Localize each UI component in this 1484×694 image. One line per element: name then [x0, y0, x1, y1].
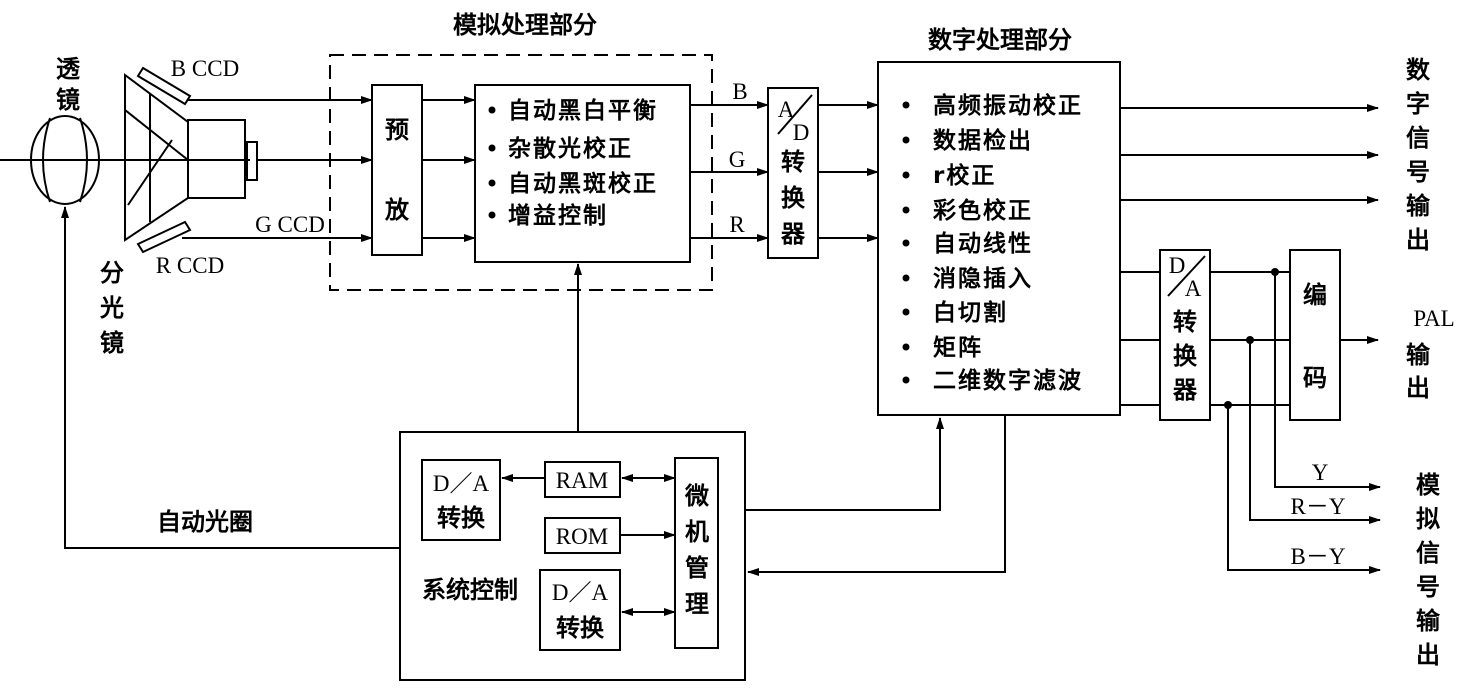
- r-ccd-label: R CCD: [156, 253, 224, 278]
- da-letter-a: A: [1185, 276, 1202, 301]
- y-output-label: Y: [1312, 460, 1329, 485]
- bullet: [902, 239, 910, 247]
- bullet: [902, 274, 910, 282]
- da-converter-1-box: [421, 459, 501, 541]
- ram-label: RAM: [556, 468, 608, 493]
- analog-output-label: 模拟信号输出: [1416, 471, 1441, 669]
- pal-format-label: PAL: [1413, 306, 1454, 331]
- y-output-line: [1274, 272, 1381, 491]
- bullet: [488, 106, 496, 114]
- control-to-digital-line: [745, 417, 944, 511]
- bullet: [488, 179, 496, 187]
- da-converter-1-line2: 转换: [437, 504, 486, 532]
- preamp-box: [371, 84, 423, 256]
- digital-function-list: 高频振动校正 数据检出 r校正 彩色校正 自动线性 消隐插入 白切割 矩阵 二维…: [902, 92, 1083, 394]
- b-minus-y-output-line: [1227, 405, 1381, 574]
- digital-function-item: 高频振动校正: [933, 92, 1083, 119]
- b-ccd-plate: [136, 66, 192, 106]
- bullet: [488, 211, 496, 219]
- analog-function-item: 杂散光校正: [508, 135, 633, 162]
- bullet: [902, 101, 910, 109]
- digital-function-item: 数据检出: [933, 127, 1033, 154]
- ccd-housing: [187, 119, 246, 199]
- rom-box: [544, 517, 621, 554]
- digital-output-label: 数字信号输出: [1406, 56, 1431, 254]
- analog-section-title: 模拟处理部分: [453, 11, 597, 39]
- digital-function-item: 彩色校正: [932, 197, 1033, 224]
- beam-splitter-label: 分光镜: [99, 259, 124, 357]
- auto-iris-line: [61, 206, 400, 549]
- digital-function-item: 自动线性: [933, 230, 1033, 257]
- digital-function-item: 白切割: [933, 299, 1008, 326]
- analog-function-item: 自动黑斑校正: [508, 170, 658, 197]
- b-ccd-label: B CCD: [171, 56, 239, 81]
- da-converter-2-box: [539, 569, 621, 651]
- r-ccd-plate: [136, 220, 192, 254]
- digital-function-item: 消隐插入: [933, 266, 1033, 292]
- ad-letter-a: A: [778, 97, 795, 122]
- da-converter-2-line1: D／A: [552, 580, 609, 605]
- ad-letter-d: D: [793, 120, 810, 145]
- da-letter-d: D: [1169, 253, 1186, 278]
- encoder-label: 编码: [1303, 281, 1327, 392]
- ad-converter-label: 转换器: [780, 148, 806, 248]
- analog-function-item: 增益控制: [508, 202, 608, 229]
- bullet: [902, 171, 910, 179]
- ad-slash: [777, 94, 813, 135]
- bullet: [902, 206, 910, 214]
- b-minus-y-label: B－Y: [1291, 544, 1346, 569]
- digital-to-control-line: [747, 415, 1006, 576]
- r-minus-y-label: R－Y: [1291, 494, 1346, 519]
- analog-processing-box: [474, 84, 691, 263]
- channel-g-label: G: [729, 147, 746, 172]
- pal-output-label: 输出: [1406, 341, 1431, 402]
- da-converter-1-line1: D／A: [433, 471, 490, 496]
- digital-function-item: 二维数字滤波: [933, 367, 1083, 394]
- bullet: [902, 376, 910, 384]
- da-converter-label: 转换器: [1172, 308, 1198, 404]
- lens-label: 透镜: [56, 55, 81, 114]
- system-control-title: 系统控制: [422, 576, 518, 604]
- bullet: [902, 136, 910, 144]
- rom-label: ROM: [556, 524, 608, 549]
- bullet: [902, 308, 910, 316]
- microcomputer-box: [674, 457, 719, 649]
- auto-iris-label: 自动光圈: [157, 508, 253, 536]
- lens: [30, 115, 100, 205]
- da-slash: [1167, 255, 1206, 297]
- channel-r-label: R: [729, 212, 745, 237]
- digital-section-title: 数字处理部分: [928, 26, 1072, 54]
- r-minus-y-output-line: [1249, 340, 1381, 524]
- bullet: [488, 144, 496, 152]
- ram-box: [544, 461, 621, 498]
- g-ccd-label: G CCD: [255, 212, 325, 237]
- bullet: [902, 343, 910, 351]
- digital-function-item: r校正: [933, 162, 996, 189]
- digital-function-item: 矩阵: [933, 334, 983, 361]
- microcomputer-label: 微机管理: [684, 482, 709, 618]
- preamp-label: 预放: [384, 116, 410, 224]
- analog-function-item: 自动黑白平衡: [508, 97, 658, 124]
- digital-processing-box: [877, 61, 1121, 416]
- channel-b-label: B: [732, 79, 747, 104]
- da-converter-2-line2: 转换: [556, 614, 605, 642]
- encoder-box: [1289, 249, 1341, 421]
